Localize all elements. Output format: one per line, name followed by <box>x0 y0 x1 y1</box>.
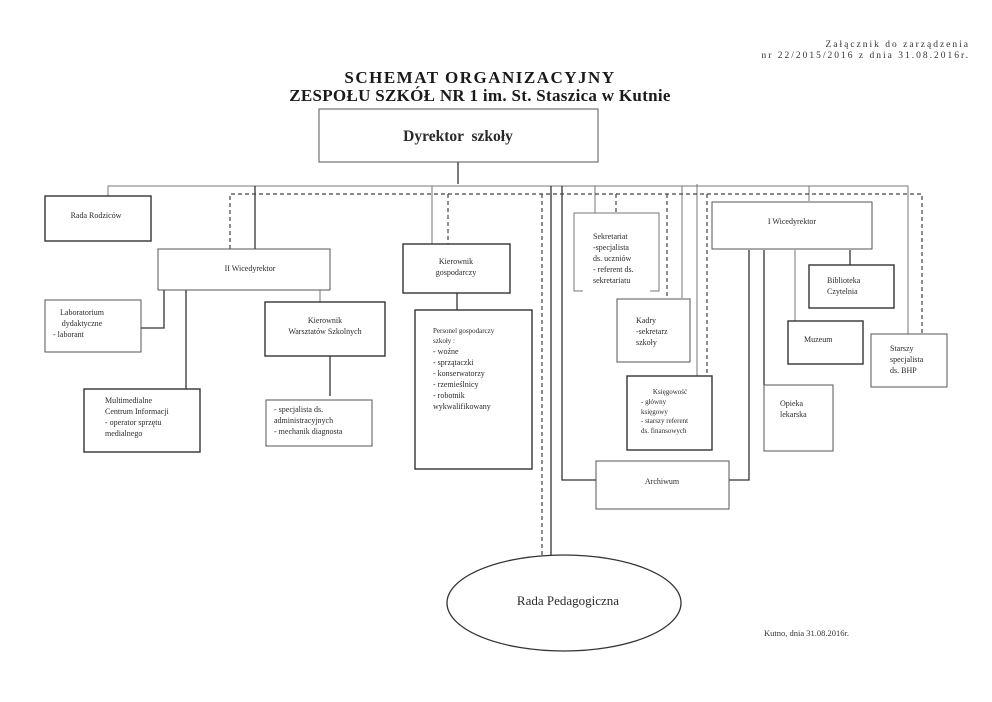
node-dyrektor[interactable]: Dyrektor szkoły <box>318 108 599 163</box>
node-opieka-line-2: lekarska <box>780 410 807 419</box>
node-ksiegowosc[interactable]: Księgowość - główny księgowy - starszy r… <box>626 375 713 451</box>
node-muzeum[interactable]: Muzeum <box>787 320 864 365</box>
node-multimedialne[interactable]: Multimedialne Centrum Informacji - opera… <box>83 388 201 453</box>
annex-note: Załącznik do zarządzenia nr 22/2015/2016… <box>761 40 970 62</box>
node-biblioteka-line-2: Czytelnia <box>827 287 858 296</box>
node-multimedialne-line-2: Centrum Informacji <box>105 407 170 416</box>
node-archiwum[interactable]: Archiwum <box>595 460 730 510</box>
node-muzeum-label: Muzeum <box>804 335 833 344</box>
annex-line-1: Załącznik do zarządzenia <box>825 40 970 50</box>
node-bhp-line-2: specjalista <box>890 355 924 364</box>
node-kierownik-warsztatow-line-1: Kierownik <box>308 316 342 325</box>
node-warsztaty-staff[interactable]: - specjalista ds. administracyjnych - me… <box>265 399 373 447</box>
node-ksiegowosc-line-4: - starszy referent <box>641 417 688 425</box>
node-rada-pedagogiczna[interactable]: Rada Pedagogiczna <box>446 554 682 652</box>
node-laboratorium-line-2: dydaktyczne <box>62 319 103 328</box>
node-kadry-line-1: Kadry <box>636 316 656 325</box>
node-ksiegowosc-line-1: Księgowość <box>653 388 687 396</box>
connectors-solid <box>107 162 909 568</box>
node-archiwum-label: Archiwum <box>645 477 680 486</box>
node-ksiegowosc-line-5: ds. finansowych <box>641 427 687 435</box>
node-personel-line-7: - robotnik <box>433 391 465 400</box>
node-biblioteka[interactable]: Biblioteka Czytelnia <box>808 264 895 309</box>
node-opieka[interactable]: Opieka lekarska <box>763 384 834 452</box>
chart-subtitle: ZESPOŁU SZKÓŁ NR 1 im. St. Staszica w Ku… <box>289 86 671 105</box>
node-ksiegowosc-line-2: - główny <box>641 398 667 406</box>
node-kierownik-gospodarczy-line-1: Kierownik <box>439 257 473 266</box>
node-sekretariat-line-2: -specjalista <box>593 243 629 252</box>
connector-archiwum-right <box>729 250 750 481</box>
node-biblioteka-line-1: Biblioteka <box>827 276 861 285</box>
node-kadry[interactable]: Kadry -sekretarz szkoły <box>616 298 691 363</box>
node-multimedialne-line-3: - operator sprzętu <box>105 418 161 427</box>
node-bhp-line-3: ds. BHP <box>890 366 917 375</box>
node-personel-line-1: Personel gospodarczy <box>433 327 495 335</box>
node-bhp[interactable]: Starszy specjalista ds. BHP <box>870 333 948 388</box>
node-warsztaty-staff-line-2: administracyjnych <box>274 416 333 425</box>
node-rada-pedagogiczna-label: Rada Pedagogiczna <box>517 593 619 608</box>
node-personel-line-5: - konserwatorzy <box>433 369 485 378</box>
node-personel-line-6: - rzemieślnicy <box>433 380 479 389</box>
node-kierownik-gospodarczy[interactable]: Kierownik gospodarczy <box>402 243 511 294</box>
node-opieka-line-1: Opieka <box>780 399 804 408</box>
node-sekretariat-line-3: ds. uczniów <box>593 254 631 263</box>
node-personel-line-4: - sprzątaczki <box>433 358 474 367</box>
node-laboratorium-line-3: - laborant <box>53 330 85 339</box>
node-warsztaty-staff-line-3: - mechanik diagnosta <box>274 427 343 436</box>
node-ii-wicedyrektor-label: II Wicedyrektor <box>225 264 276 273</box>
node-laboratorium-line-1: Laboratorium <box>60 308 105 317</box>
node-warsztaty-staff-line-1: - specjalista ds. <box>274 405 323 414</box>
place-date: Kutno, dnia 31.08.2016r. <box>764 628 849 638</box>
dashed-bus <box>229 193 923 334</box>
node-kadry-line-2: -sekretarz <box>636 327 668 336</box>
node-sekretariat-line-1: Sekretariat <box>593 232 628 241</box>
node-kierownik-warsztatow-line-2: Warsztatów Szkolnych <box>288 327 361 336</box>
chart-title: SCHEMAT ORGANIZACYJNY <box>344 68 616 87</box>
node-sekretariat-line-5: sekretariatu <box>593 276 630 285</box>
node-laboratorium[interactable]: Laboratorium dydaktyczne - laborant <box>44 299 142 353</box>
node-kierownik-gospodarczy-line-2: gospodarczy <box>436 268 476 277</box>
node-personel[interactable]: Personel gospodarczy szkoły : - woźne - … <box>414 309 533 470</box>
node-sekretariat-line-4: - referent ds. <box>593 265 634 274</box>
connector-archiwum-left <box>561 186 596 481</box>
node-multimedialne-line-4: medialnego <box>105 429 142 438</box>
node-i-wicedyrektor[interactable]: I Wicedyrektor <box>711 201 873 250</box>
node-dyrektor-label: Dyrektor szkoły <box>403 128 513 145</box>
node-multimedialne-line-1: Multimedialne <box>105 396 153 405</box>
node-ii-wicedyrektor[interactable]: II Wicedyrektor <box>157 248 331 291</box>
node-personel-line-2: szkoły : <box>433 337 455 345</box>
node-rada-rodzicow[interactable]: Rada Rodziców <box>44 195 152 242</box>
connector-main-bus <box>107 185 909 334</box>
node-ksiegowosc-line-3: księgowy <box>641 408 668 416</box>
node-personel-line-8: wykwalifikowany <box>433 402 491 411</box>
connector-laboratorium <box>141 290 165 329</box>
node-kadry-line-3: szkoły <box>636 338 657 347</box>
node-bhp-line-1: Starszy <box>890 344 914 353</box>
annex-line-2: nr 22/2015/2016 z dnia 31.08.2016r. <box>761 51 970 61</box>
node-sekretariat[interactable]: Sekretariat -specjalista ds. uczniów - r… <box>573 212 660 292</box>
node-rada-rodzicow-label: Rada Rodziców <box>71 211 122 220</box>
connectors-dashed <box>229 193 923 568</box>
node-kierownik-warsztatow[interactable]: Kierownik Warsztatów Szkolnych <box>264 301 386 357</box>
node-i-wicedyrektor-label: I Wicedyrektor <box>768 217 817 226</box>
node-personel-line-3: - woźne <box>433 347 459 356</box>
